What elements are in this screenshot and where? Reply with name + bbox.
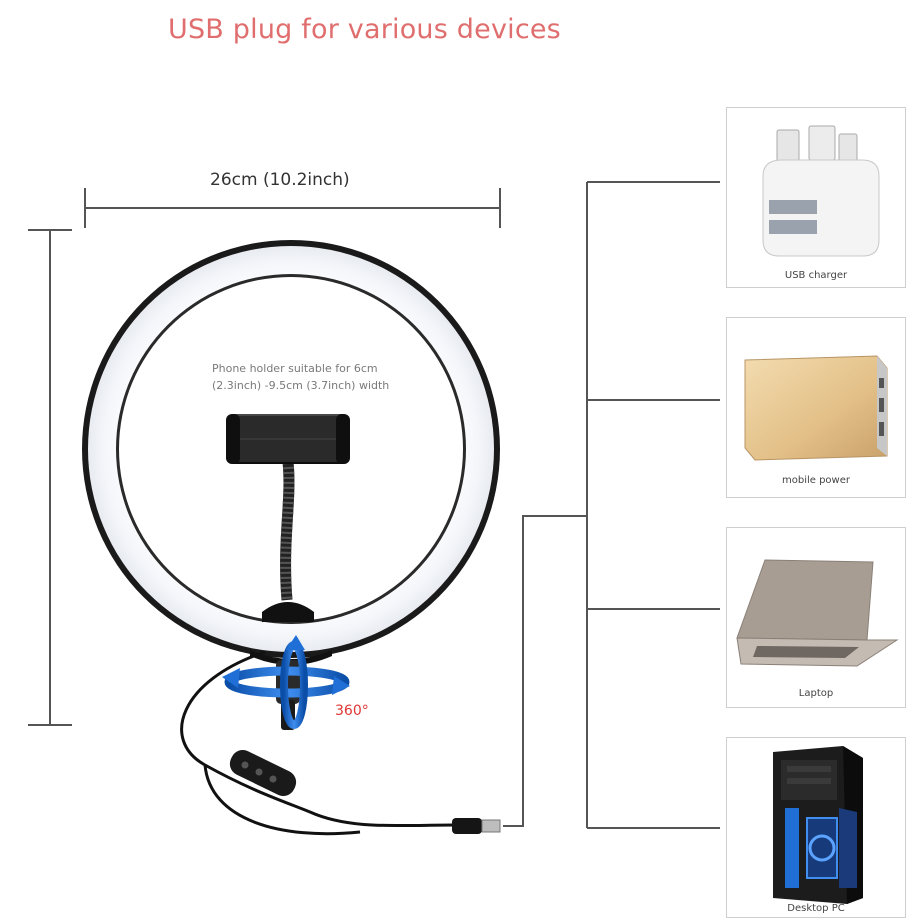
usb-cable xyxy=(180,650,501,836)
device-card-laptop: Laptop xyxy=(726,527,906,708)
device-card-mobile-power: mobile power xyxy=(726,317,906,498)
rotation-arrows-icon xyxy=(222,635,350,729)
power-bank-icon xyxy=(744,355,888,461)
device-label-desktop-pc: Desktop PC xyxy=(787,903,845,914)
device-label-laptop: Laptop xyxy=(798,688,834,699)
gooseneck-arm xyxy=(262,461,314,622)
connection-lines xyxy=(503,181,720,829)
width-dimension-line xyxy=(84,188,501,228)
height-dimension-line xyxy=(28,229,72,726)
phone-holder-note: Phone holder suitable for 6cm (2.3inch) … xyxy=(212,362,390,392)
laptop-icon xyxy=(736,559,899,667)
width-label: 26cm (10.2inch) xyxy=(210,170,350,190)
page-title: USB plug for various devices xyxy=(168,14,561,45)
desktop-pc-icon xyxy=(773,746,863,904)
usb-charger-icon xyxy=(762,125,880,257)
phone-holder xyxy=(226,414,350,464)
device-card-desktop-pc: Desktop PC xyxy=(726,737,906,918)
device-card-usb-charger: USB charger xyxy=(726,107,906,288)
rotation-label: 360° xyxy=(335,703,369,719)
device-label-mobile-power: mobile power xyxy=(781,475,850,486)
device-label-usb-charger: USB charger xyxy=(784,270,848,281)
